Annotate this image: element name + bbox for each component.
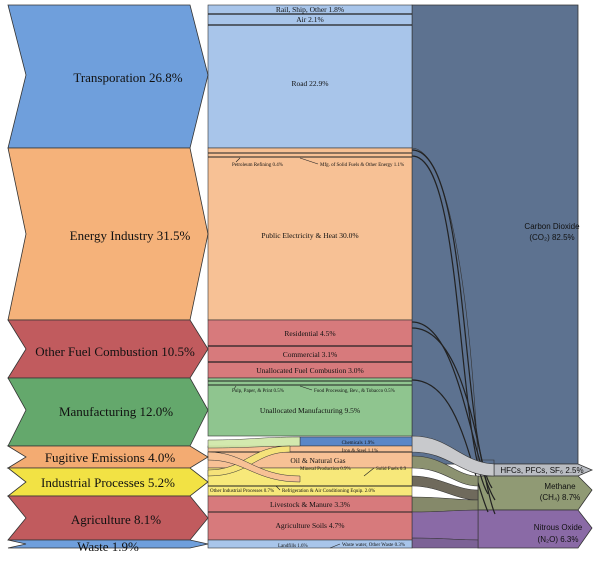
landfills-label: Landfills 1.6%: [278, 544, 308, 549]
ribbon-peach-cross: [207, 451, 301, 483]
pulp-label: Pulp, Paper, & Print 0.5%: [232, 389, 284, 394]
livestock-label: Livestock & Manure 3.3%: [270, 500, 350, 509]
sector-other-fuel-label: Other Fuel Combustion 10.5%: [35, 344, 195, 359]
residential-label: Residential 4.5%: [284, 329, 335, 338]
public-electricity-label: Public Electricity & Heat 30.0%: [261, 231, 358, 240]
unallocated-mfg-label: Unallocated Manufacturing 9.5%: [260, 406, 360, 415]
ribbon-waste-n2o: [411, 537, 479, 549]
subsector-column: [207, 4, 413, 549]
agri-sub-block: [207, 495, 413, 541]
ribbon-industrial-hfc: [411, 455, 479, 487]
iron-steel-label: Iron & Steel 1.1%: [342, 449, 378, 454]
hfc-label: HFCs, PFCs, SF₆ 2.5%: [500, 466, 583, 475]
n2o-label-line1: Nitrous Oxide: [534, 523, 583, 532]
solid-fuels-label: Mfg. of Solid Fuels & Other Energy 1.1%: [320, 163, 404, 168]
mineral-label: Mineral Production 0.9%: [300, 467, 351, 472]
rail-ship-label: Rail, Ship, Other 1.8%: [276, 5, 344, 14]
otherfuel-sub-block: [207, 319, 413, 379]
air-label: Air 2.1%: [296, 15, 324, 24]
methane-label-line1: Methane: [544, 482, 576, 491]
ribbon-manufacturing-n2o: [411, 379, 489, 513]
transport-sub-block: [207, 4, 413, 149]
n2o-label-line2: (N₂O) 6.3%: [538, 535, 579, 544]
sector-industrial-label: Industrial Processes 5.2%: [41, 475, 175, 490]
ribbon-fugitive-chemicals: [207, 436, 301, 449]
sector-transport-label: Transporation 26.8%: [73, 70, 182, 85]
ribbon-otherfuel-n2o: [411, 327, 496, 515]
flow-ribbons: [411, 5, 496, 549]
internal-ribbons: [207, 436, 301, 483]
sector-waste[interactable]: [7, 539, 209, 549]
petroleum-label: Petroleum Refining 0.4%: [232, 163, 283, 168]
refrigeration-label: Refrigeration & Air Conditioning Equip. …: [282, 489, 375, 494]
sector-fugitive-label: Fugitive Emissions 4.0%: [45, 450, 176, 465]
manufacturing-sub-block: [207, 377, 413, 437]
oil-gas-label: Oil & Natural Gas: [290, 456, 345, 465]
commercial-label: Commercial 3.1%: [283, 350, 338, 359]
waste-water-label: Waste water, Other Waste 0.3%: [342, 543, 405, 548]
ribbon-fugitive-methane: [411, 435, 495, 477]
unallocated-fuel-label: Unallocated Fuel Combustion 3.0%: [256, 366, 364, 375]
solid-fuels-small-label: Solid Fuels 0.9: [376, 467, 407, 472]
gas-labels: Carbon Dioxide (CO₂) 82.5% HFCs, PFCs, S…: [500, 222, 583, 544]
sector-waste-label: Waste 1.9%: [77, 539, 139, 554]
food-label: Food Processing, Bev., & Tobacco 0.5%: [314, 389, 395, 394]
co2-label-line1: Carbon Dioxide: [524, 222, 580, 231]
subsector-labels: Rail, Ship, Other 1.8% Air 2.1% Road 22.…: [210, 5, 407, 549]
other-industrial-label: Other Industrial Processes 0.7%: [210, 489, 274, 494]
sector-column: [6, 4, 209, 549]
industrial-sub-block: [207, 467, 413, 497]
sector-labels: Transporation 26.8% Energy Industry 31.5…: [35, 70, 195, 554]
sector-manufacturing-label: Manufacturing 12.0%: [59, 404, 173, 419]
road-label: Road 22.9%: [291, 79, 328, 88]
ag-soils-label: Agriculture Soils 4.7%: [276, 521, 345, 530]
methane-label-line2: (CH₄) 8.7%: [540, 493, 581, 502]
sector-energy-label: Energy Industry 31.5%: [70, 228, 191, 243]
chemicals-label: Chemicals 1.9%: [342, 441, 375, 446]
co2-label-line2: (CO₂) 82.5%: [529, 233, 574, 242]
ribbon-agri-n2o: [411, 509, 479, 541]
sector-agriculture-label: Agriculture 8.1%: [71, 512, 161, 527]
